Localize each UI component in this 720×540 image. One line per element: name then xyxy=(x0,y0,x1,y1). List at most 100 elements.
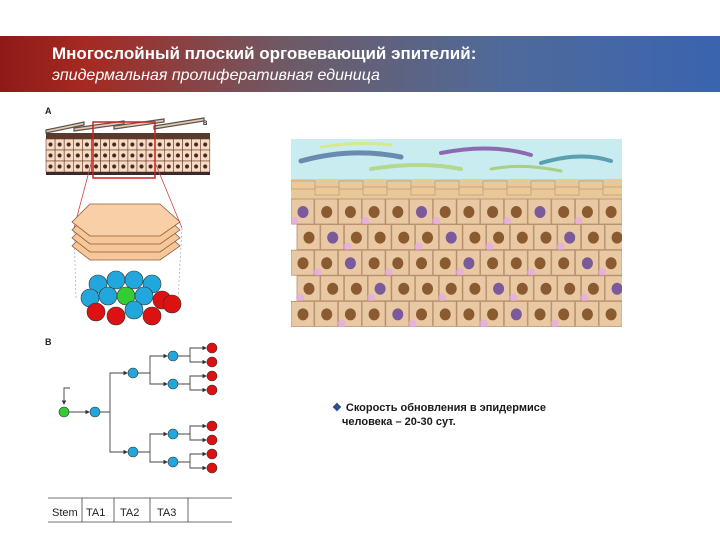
granular-cell xyxy=(554,186,580,196)
cell-nucleus xyxy=(157,164,162,169)
cell-nucleus xyxy=(344,206,356,218)
cell-nucleus xyxy=(203,142,208,147)
basement-membrane xyxy=(46,172,210,175)
cell-nucleus xyxy=(84,164,90,169)
cell-nucleus xyxy=(581,206,593,218)
slide-header: Многослойный плоский орговевающий эпител… xyxy=(0,36,720,92)
cell-nucleus xyxy=(121,142,126,147)
melanocyte-spot xyxy=(361,217,370,225)
ta3-cell-node xyxy=(167,456,179,468)
melanocyte-spot xyxy=(384,268,393,277)
cell-nucleus xyxy=(84,142,90,147)
stage-label-stem: Stem xyxy=(52,507,78,519)
ta2-cell-node xyxy=(127,367,139,379)
panel-b-label: B xyxy=(45,337,52,347)
melanocyte-spot xyxy=(598,268,607,277)
melanocyte-spot xyxy=(408,319,417,327)
cell-nucleus xyxy=(487,206,499,218)
cell-nucleus xyxy=(321,308,333,321)
cluster-cell-ta xyxy=(98,286,118,306)
cell-nucleus xyxy=(534,257,546,270)
cell-nucleus xyxy=(148,142,153,147)
cell-nucleus xyxy=(157,142,162,147)
cell-nucleus xyxy=(534,308,546,321)
cell-nucleus xyxy=(194,153,199,158)
cell-nucleus xyxy=(297,257,309,270)
cluster-cell-ta xyxy=(134,286,154,306)
cell-nucleus xyxy=(605,308,617,321)
cell-nucleus xyxy=(166,164,171,169)
cell-nucleus xyxy=(510,257,522,270)
cell-nucleus xyxy=(392,308,404,321)
granular-cell xyxy=(578,180,604,190)
differentiated-cell-node xyxy=(206,420,218,432)
cell-nucleus xyxy=(587,231,599,244)
lineage-dividers xyxy=(81,498,189,522)
cell-nucleus xyxy=(175,164,180,169)
cell-nucleus xyxy=(416,206,427,218)
melanocyte-spot xyxy=(509,293,518,302)
cell-nucleus xyxy=(439,308,451,321)
cell-nucleus xyxy=(75,142,80,147)
cell-nucleus xyxy=(392,257,404,270)
melanocyte-spot xyxy=(550,319,559,327)
cell-grid xyxy=(45,138,211,173)
cell-nucleus xyxy=(581,308,593,321)
differentiated-cell-node xyxy=(206,370,218,382)
melanocyte-spot xyxy=(485,242,494,251)
cell-nucleus xyxy=(327,282,339,295)
cell-nucleus xyxy=(203,164,208,169)
cell-nucleus xyxy=(130,142,135,147)
cell-nucleus xyxy=(184,153,190,158)
melanocyte-spot xyxy=(556,242,565,251)
cluster-cell-differentiated xyxy=(142,306,162,326)
cell-nucleus xyxy=(93,142,99,147)
cell-nucleus xyxy=(463,257,475,270)
cell-nucleus xyxy=(184,142,190,147)
cluster-cell-differentiated xyxy=(106,306,126,326)
cell-nucleus xyxy=(469,231,481,244)
hexagon-stack xyxy=(71,203,181,261)
cell-nucleus xyxy=(587,282,599,295)
cell-nucleus xyxy=(540,282,552,295)
cell-nucleus xyxy=(66,164,71,169)
note-line-2: человека – 20-30 сут. xyxy=(342,416,456,428)
cluster-cell-ta xyxy=(88,274,108,294)
cell-nucleus xyxy=(344,257,356,270)
cell-nucleus xyxy=(611,282,622,295)
granular-cell xyxy=(291,180,316,190)
epidermis-section-diagram xyxy=(45,117,211,175)
differentiated-cell-node xyxy=(206,356,218,368)
cell-nucleus xyxy=(611,231,622,244)
cell-nucleus xyxy=(463,206,475,218)
cell-nucleus xyxy=(510,308,522,321)
keratin-fibers xyxy=(298,141,613,173)
cell-nucleus xyxy=(130,164,135,169)
cell-nucleus xyxy=(558,257,570,270)
cell-nucleus xyxy=(605,257,617,270)
granular-layer xyxy=(46,133,210,139)
granular-cell xyxy=(506,186,532,196)
melanocyte-spot xyxy=(367,293,376,302)
cell-nucleus xyxy=(487,308,499,321)
cell-nucleus xyxy=(445,231,457,244)
ta3-cell-node xyxy=(167,350,179,362)
melanocyte-spot xyxy=(438,293,447,302)
note-line-1: Скорость обновления в эпидермисе xyxy=(345,402,546,414)
cell-nucleus xyxy=(48,142,53,147)
cell-nucleus xyxy=(148,153,153,158)
proliferative-unit-diagram xyxy=(71,159,183,326)
ta1-cell-node xyxy=(89,406,101,418)
cell-nucleus xyxy=(102,153,108,158)
cell-nucleus xyxy=(422,282,433,295)
cell-nucleus xyxy=(184,164,190,169)
panel-a-corner-label: B xyxy=(203,121,208,127)
melanocyte-spot xyxy=(527,268,535,277)
cell-nucleus xyxy=(157,153,162,158)
differentiated-cell-node xyxy=(206,434,218,446)
cell-nucleus xyxy=(368,308,380,321)
cell-nucleus xyxy=(350,282,362,295)
cell-nucleus xyxy=(439,257,451,270)
renewal-rate-note: ❖Скорость обновления в эпидермисе челове… xyxy=(332,401,632,429)
cell-nucleus xyxy=(416,308,427,321)
